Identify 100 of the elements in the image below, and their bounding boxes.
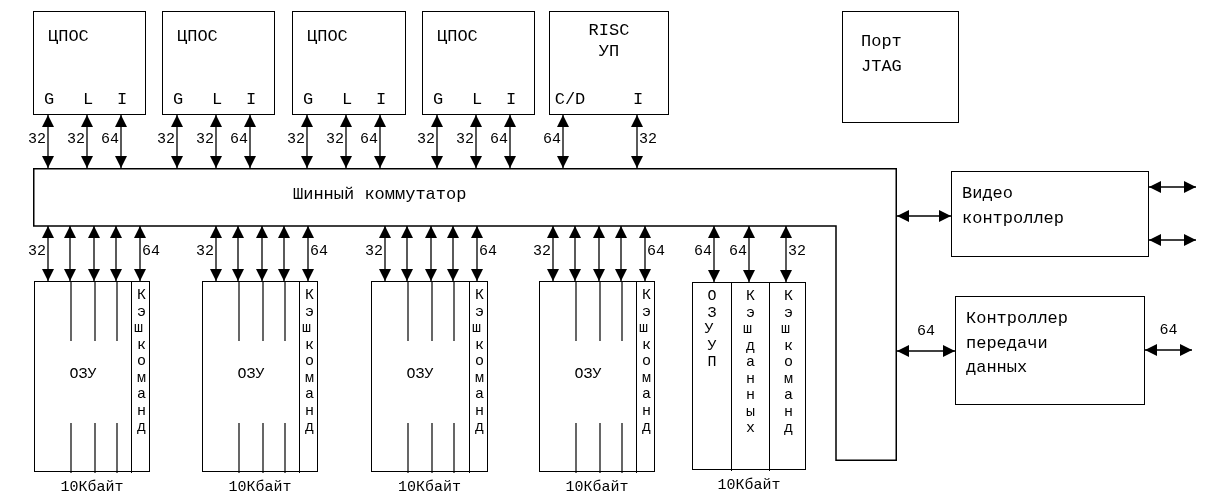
edge-label: 64 bbox=[310, 242, 328, 262]
processor-box bbox=[33, 11, 146, 115]
double-arrow bbox=[42, 114, 54, 169]
double-arrow bbox=[593, 225, 605, 282]
double-arrow bbox=[42, 225, 54, 282]
capacity-label: 10Кбайт bbox=[398, 479, 461, 498]
controller-box bbox=[951, 171, 1149, 257]
capacity-label: 10Кбайт bbox=[717, 477, 781, 496]
double-arrow bbox=[447, 225, 459, 282]
port-label: I bbox=[245, 88, 257, 110]
vertical-label: ОЗУ УП bbox=[704, 289, 718, 373]
block-label: ЦПОС bbox=[437, 26, 478, 48]
double-arrow bbox=[171, 114, 183, 169]
double-arrow bbox=[470, 114, 482, 169]
edge-label: 32 bbox=[67, 130, 85, 150]
block-label: RISC УП bbox=[587, 20, 631, 63]
double-arrow bbox=[134, 225, 146, 282]
edge-label: 64 bbox=[479, 242, 497, 262]
port-label: L bbox=[211, 88, 223, 110]
processor-box bbox=[549, 11, 669, 115]
edge-label: 64 bbox=[917, 323, 935, 342]
edge-label: 32 bbox=[28, 242, 46, 262]
double-arrow bbox=[302, 225, 314, 282]
double-arrow bbox=[896, 210, 952, 222]
edge-label: 64 bbox=[101, 130, 119, 150]
port-label: G bbox=[302, 88, 314, 110]
edge-label: 64 bbox=[230, 130, 248, 150]
double-arrow bbox=[278, 225, 290, 282]
block-label: ЦПОС bbox=[177, 26, 218, 48]
ram-label: ОЗУ bbox=[236, 366, 266, 385]
processor-box bbox=[422, 11, 535, 115]
port-box bbox=[842, 11, 959, 123]
double-arrow bbox=[504, 114, 516, 169]
port-label: I bbox=[632, 88, 644, 110]
double-arrow bbox=[301, 114, 313, 169]
edge-label: 64 bbox=[360, 130, 378, 150]
double-arrow bbox=[708, 225, 720, 283]
vertical-label: Кэш команд bbox=[302, 288, 315, 438]
block-label: ЦПОС bbox=[307, 26, 348, 48]
port-label: C/D bbox=[554, 88, 586, 110]
double-arrow bbox=[780, 225, 792, 283]
edge-label: 32 bbox=[287, 130, 305, 150]
double-arrow bbox=[557, 114, 569, 169]
double-arrow bbox=[81, 114, 93, 169]
double-arrow bbox=[256, 225, 268, 282]
double-arrow bbox=[379, 225, 391, 282]
edge-label: 64 bbox=[142, 242, 160, 262]
edge-label: 64 bbox=[729, 243, 747, 262]
double-arrow bbox=[431, 114, 443, 169]
double-arrow bbox=[615, 225, 627, 282]
vertical-label: Кэш команд bbox=[472, 288, 485, 438]
edge-label: 32 bbox=[196, 242, 214, 262]
double-arrow bbox=[244, 114, 256, 169]
controller-box bbox=[955, 296, 1145, 405]
capacity-label: 10Кбайт bbox=[60, 479, 124, 498]
processor-box bbox=[292, 11, 406, 115]
edge-label: 32 bbox=[157, 130, 175, 150]
double-arrow bbox=[896, 345, 956, 357]
block-label: Контроллер передачи данных bbox=[966, 308, 1070, 380]
processor-box bbox=[162, 11, 275, 115]
edge-label: 32 bbox=[417, 130, 435, 150]
edge-label: 32 bbox=[365, 242, 383, 262]
port-label: L bbox=[471, 88, 483, 110]
double-arrow bbox=[743, 225, 755, 283]
edge-label: 64 bbox=[694, 243, 712, 262]
vertical-label: Кэш команд bbox=[639, 288, 652, 438]
double-arrow bbox=[1148, 181, 1197, 193]
ram-label: ОЗУ bbox=[573, 366, 603, 385]
edge-label: 32 bbox=[28, 130, 46, 150]
double-arrow bbox=[374, 114, 386, 169]
bus-label: Шинный коммутатор bbox=[293, 184, 467, 206]
port-label: I bbox=[375, 88, 387, 110]
port-label: G bbox=[172, 88, 184, 110]
port-label: L bbox=[82, 88, 94, 110]
double-arrow bbox=[471, 225, 483, 282]
edge-label: 32 bbox=[196, 130, 214, 150]
double-arrow bbox=[401, 225, 413, 282]
edge-label: 64 bbox=[647, 242, 665, 262]
vertical-label: Кэш данных bbox=[743, 289, 756, 439]
double-arrow bbox=[547, 225, 559, 282]
double-arrow bbox=[110, 225, 122, 282]
block-label: Видео контроллер bbox=[962, 183, 1066, 230]
double-arrow bbox=[1148, 234, 1197, 246]
double-arrow bbox=[115, 114, 127, 169]
port-label: G bbox=[432, 88, 444, 110]
double-arrow bbox=[639, 225, 651, 282]
edge-label: 32 bbox=[326, 130, 344, 150]
edge-label: 32 bbox=[456, 130, 474, 150]
capacity-label: 10Кбайт bbox=[565, 479, 629, 498]
double-arrow bbox=[631, 114, 643, 169]
double-arrow bbox=[88, 225, 100, 282]
double-arrow bbox=[210, 225, 222, 282]
double-arrow bbox=[340, 114, 352, 169]
ram-label: ОЗУ bbox=[405, 366, 435, 385]
double-arrow bbox=[1144, 344, 1193, 356]
port-label: I bbox=[505, 88, 517, 110]
double-arrow bbox=[569, 225, 581, 282]
port-label: G bbox=[43, 88, 55, 110]
double-arrow bbox=[64, 225, 76, 282]
capacity-label: 10Кбайт bbox=[228, 479, 292, 498]
